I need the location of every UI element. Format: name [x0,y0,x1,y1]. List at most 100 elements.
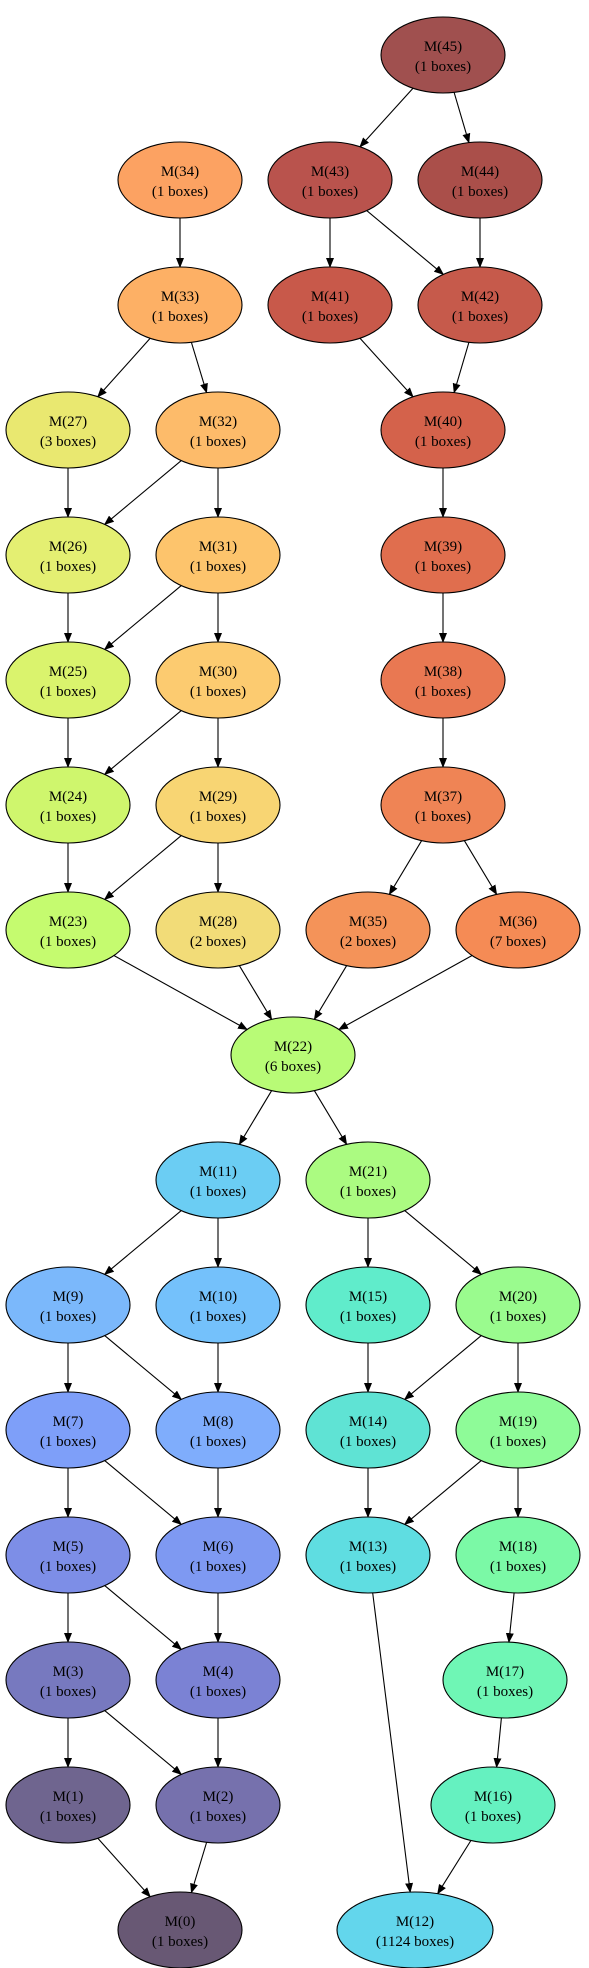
edge-m33-to-m32 [190,342,208,394]
node-ellipse [5,641,131,719]
node-title: M(34) [161,164,199,180]
node-ellipse [305,1516,431,1594]
node-subtitle: (1 boxes) [490,1559,546,1575]
node-subtitle: (1 boxes) [415,684,471,700]
node-m38: M(38) (1 boxes) [380,641,506,719]
node-subtitle: (1 boxes) [190,1559,246,1575]
node-title: M(4) [203,1664,234,1680]
node-m42: M(42)(1 boxes) [417,266,543,344]
node-subtitle: (6 boxes) [265,1059,321,1075]
node-subtitle: (1 boxes) [190,1309,246,1325]
node-subtitle: (1 boxes) [452,184,508,200]
node-title: M(17) [486,1664,524,1680]
edge-m37-to-m36 [463,840,498,896]
node-ellipse [305,1266,431,1344]
node-m3: M(3) (1 boxes) [5,1641,131,1719]
node-subtitle: (1 boxes) [415,59,471,75]
node-ellipse [155,516,281,594]
node-subtitle: (2 boxes) [190,934,246,950]
node-title: M(7) [53,1414,84,1430]
edge-m33-to-m27 [97,337,151,398]
node-m12: M(12)(1124 boxes) [336,1891,494,1968]
node-m16: M(16)(1 boxes) [430,1766,556,1844]
node-title: M(27) [49,414,87,430]
node-ellipse [455,891,581,969]
node-subtitle: (1 boxes) [415,809,471,825]
node-title: M(8) [203,1414,234,1430]
node-ellipse [155,891,281,969]
node-m2: M(2)(1 boxes) [155,1766,281,1844]
node-title: M(38) [424,664,462,680]
node-title: M(31) [199,539,237,555]
node-ellipse [155,1141,281,1219]
node-m19: M(19)(1 boxes) [455,1391,581,1469]
edge-m45-to-m44 [453,92,471,144]
node-m43: M(43)(1 boxes) [267,141,393,219]
edge-m37-to-m35 [388,840,423,896]
node-ellipse [5,766,131,844]
node-title: M(43) [311,164,349,180]
node-ellipse [5,391,131,469]
node-subtitle: (1 boxes) [40,1684,96,1700]
node-m26: M(26)(1 boxes) [5,516,131,594]
node-ellipse [5,1766,131,1844]
edge-m23-to-m22 [113,955,248,1030]
edge-m32-to-m26 [103,460,182,526]
node-m29: M(29)(1 boxes) [155,766,281,844]
node-title: M(42) [461,289,499,305]
node-m14: M(14)(1 boxes) [305,1391,431,1469]
node-title: M(37) [424,789,462,805]
node-subtitle: (1 boxes) [40,559,96,575]
node-m0: M(0)(1 boxes) [117,1891,243,1968]
node-ellipse [155,641,281,719]
edge-m45-to-m43 [359,87,414,148]
node-ellipse [417,266,543,344]
edge-m43-to-m42 [366,210,445,276]
node-m40: M(40)(1 boxes) [380,391,506,469]
node-ellipse [380,16,506,94]
node-subtitle: (1 boxes) [190,1184,246,1200]
node-title: M(15) [349,1289,387,1305]
node-title: M(1) [53,1789,84,1805]
node-m7: M(7)(1 boxes) [5,1391,131,1469]
node-m34: M(34)(1 boxes) [117,141,243,219]
node-m24: M(24)(1 boxes) [5,766,131,844]
node-subtitle: (1 boxes) [302,309,358,325]
edge-m28-to-m22 [238,965,273,1021]
node-subtitle: (7 boxes) [490,934,546,950]
node-title: M(33) [161,289,199,305]
node-ellipse [380,516,506,594]
node-title: M(11) [199,1164,237,1180]
node-title: M(36) [499,914,537,930]
node-title: M(23) [49,914,87,930]
node-title: M(19) [499,1414,537,1430]
node-title: M(3) [53,1664,84,1680]
node-title: M(22) [274,1039,312,1055]
edge-m17-to-m16 [493,1717,502,1769]
node-m28: M(28) (2 boxes) [155,891,281,969]
node-m37: M(37) (1 boxes) [380,766,506,844]
node-subtitle: (1 boxes) [340,1309,396,1325]
node-layer: M(45)(1 boxes)M(43)(1 boxes)M(44)(1 boxe… [5,16,581,1968]
node-title: M(28) [199,914,237,930]
node-title: M(12) [396,1914,434,1930]
node-title: M(9) [53,1289,84,1305]
node-title: M(5) [53,1539,84,1555]
edge-m30-to-m24 [103,710,182,776]
node-m9: M(9)(1 boxes) [5,1266,131,1344]
node-ellipse [117,266,243,344]
node-m36: M(36) (7 boxes) [455,891,581,969]
edge-m7-to-m6 [104,1460,183,1526]
node-ellipse [380,391,506,469]
edge-m22-to-m21 [313,1090,348,1146]
node-subtitle: (1 boxes) [465,1809,521,1825]
node-ellipse [117,1891,243,1968]
edge-m21-to-m20 [404,1210,483,1276]
node-m21: M(21)(1 boxes) [305,1141,431,1219]
node-m31: M(31)(1 boxes) [155,516,281,594]
node-m35: M(35)(2 boxes) [305,891,431,969]
node-ellipse [230,1016,356,1094]
node-subtitle: (1 boxes) [190,809,246,825]
node-subtitle: (1 boxes) [340,1184,396,1200]
